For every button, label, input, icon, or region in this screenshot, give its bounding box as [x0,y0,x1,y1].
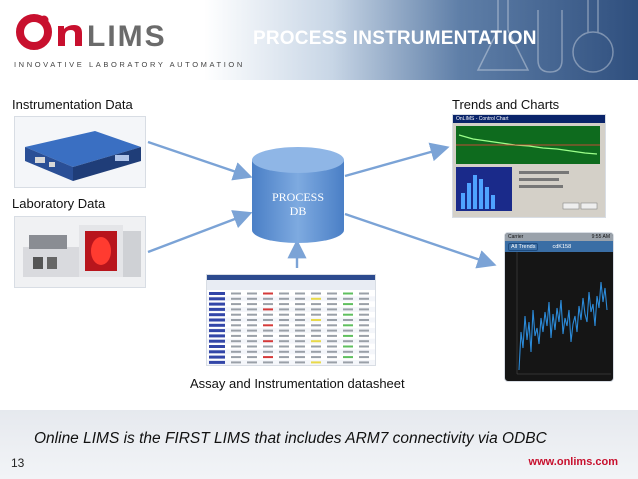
arrow-db-to-phone [344,212,497,269]
datasheet-grid [207,275,375,365]
control-chart-window: OnLIMS - Control Chart [452,114,606,218]
tagline: INNOVATIVE LABORATORY AUTOMATION [14,60,245,69]
phone-status-bar: Carrier 9:55 AM [505,233,613,241]
slide-header: LIMS INNOVATIVE LABORATORY AUTOMATION PR… [0,0,638,80]
footer-band [0,410,638,479]
phone-trend-screen: Carrier 9:55 AM All Trends cdK158 [504,232,614,382]
control-chart-graphics [456,126,600,211]
laboratory-data-label: Laboratory Data [12,196,106,211]
phone-trend-plot [516,252,611,375]
phone-time: 9:55 AM [591,234,610,240]
arrow-db-to-trends [344,142,450,178]
arrow-instrumentation-to-db [147,140,253,181]
diagram: Instrumentation Data Laboratory Data Tre… [0,84,638,410]
slide-title: PROCESS INSTRUMENTATION [253,28,537,49]
footer-note: Online LIMS is the FIRST LIMS that inclu… [34,430,547,447]
process-db-cylinder [252,147,344,243]
instrumentation-device-image [14,116,146,188]
phone-back-button[interactable]: All Trends [508,242,539,251]
phone-trend-title: cdK158 [552,243,572,250]
assay-datasheet-image [206,274,376,366]
trends-charts-label: Trends and Charts [452,97,560,112]
onlims-logo: LIMS [16,14,167,53]
db-label-line1: PROCESS [271,190,325,204]
phone-carrier: Carrier [508,234,524,240]
process-db-label: PROCESS DB [250,190,346,218]
svg-text:LIMS: LIMS [87,20,167,53]
website-link[interactable]: www.onlims.com [528,456,618,468]
db-label-line2: DB [289,204,307,218]
lab-glassware-decoration [476,0,614,73]
slide-number: 13 [11,456,25,470]
laboratory-instrument-image [14,216,146,288]
instrumentation-data-label: Instrumentation Data [12,97,133,112]
datasheet-label: Assay and Instrumentation datasheet [190,376,405,391]
flow-arrows [147,140,497,269]
chart-window-title: OnLIMS - Control Chart [453,115,605,123]
arrow-lab-to-db [147,210,253,254]
phone-nav-bar: All Trends cdK158 [505,241,613,252]
